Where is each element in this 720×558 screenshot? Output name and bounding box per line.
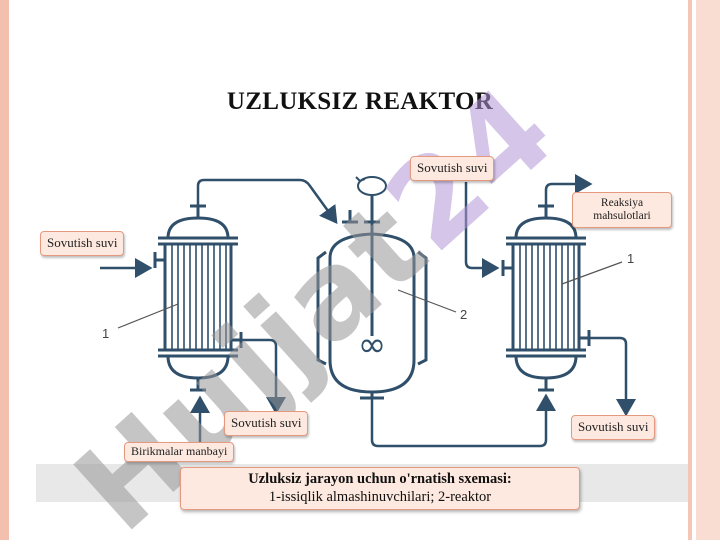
label-cooling-water-left: Sovutish suvi [40,231,125,256]
caption-line1: Uzluksiz jarayon uchun o'rnatish sxemasi… [248,471,512,487]
stirrer-infinity-icon: ∞ [358,325,386,365]
label-reaction-products: Reaksiya mahsulotlari [572,192,672,229]
label-cooling-water-top: Sovutish suvi [410,156,495,181]
slide-title: UZLUKSIZ REAKTOR [226,88,494,115]
slide-frame-right-outer [696,0,720,540]
label-number-right-hx: 1 [627,251,635,266]
caption-line2: 1-issiqlik almashinuvchilari; 2-reaktor [268,489,492,506]
slide-frame-left [0,0,9,540]
label-number-reactor: 2 [460,307,468,322]
circular-arrow-icon [355,176,387,196]
process-diagram: ∞ [100,174,636,448]
diagram-caption: Uzluksiz jarayon uchun o'rnatish sxemasi… [180,467,580,511]
label-cooling-water-bottom-mid: Sovutish suvi [224,411,309,436]
pipes [100,174,636,448]
label-cooling-water-bottom-right: Sovutish suvi [571,415,656,440]
slide-frame-right-inner [688,0,692,540]
label-compound-source: Birikmalar manbayi [124,442,235,462]
label-number-left-hx: 1 [102,326,110,341]
heat-exchanger-left [153,204,243,392]
leader-lines [117,261,623,329]
heat-exchanger-right [501,204,591,392]
reactor-vessel [316,196,428,400]
